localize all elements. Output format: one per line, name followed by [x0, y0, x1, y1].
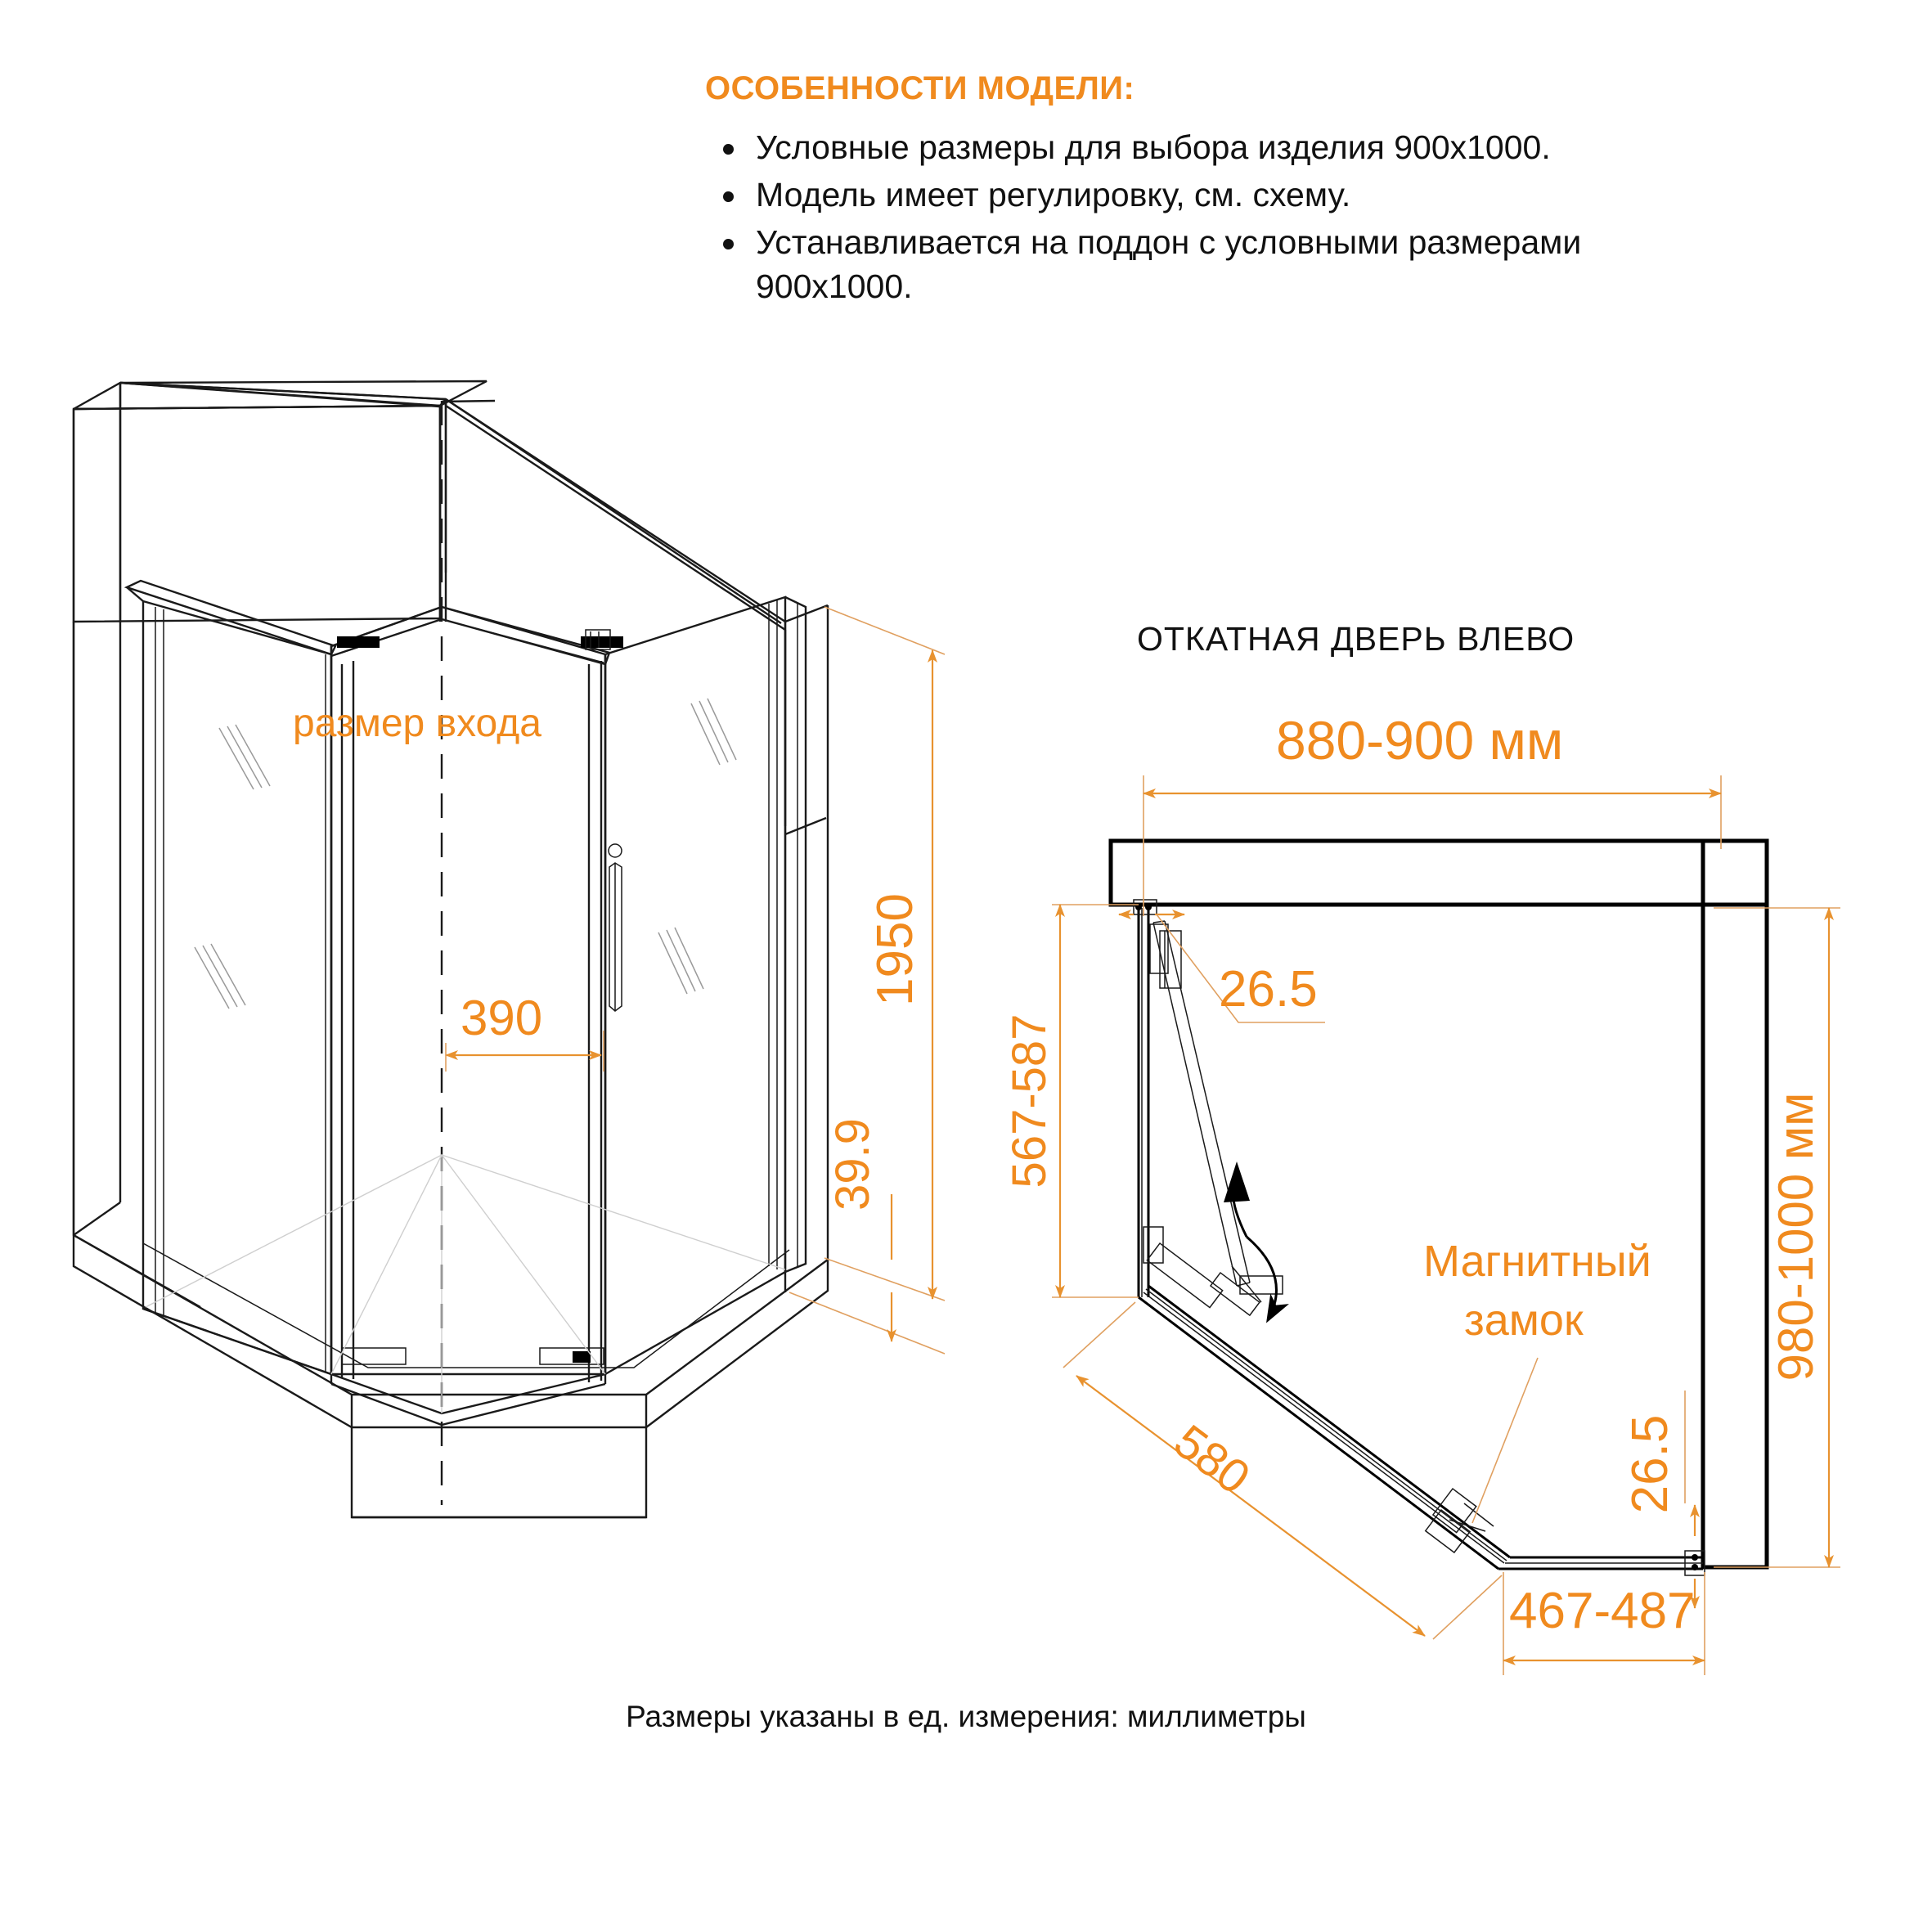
iso-entrance-label: размер входа [293, 702, 541, 745]
plan-view-title: ОТКАТНАЯ ДВЕРЬ ВЛЕВО [1137, 620, 1575, 658]
shower-tray [72, 1233, 829, 1519]
plan-dimension-height: 980-1000 мм [1714, 907, 1840, 1568]
iso-dimension-height: 1950 [824, 606, 946, 1301]
plan-width-label: 880-900 мм [1276, 710, 1563, 771]
list-item: Устанавливается на поддон с условными ра… [705, 220, 1736, 308]
plan-dimension-gap-bottom: 26.5 [1622, 1391, 1700, 1609]
bullet-icon [723, 143, 734, 155]
isometric-shower-enclosure: 390 размер входа 1950 39.9 [72, 380, 946, 1519]
magnet-lock-label-line2: замок [1464, 1296, 1584, 1345]
iso-entrance-caption: размер входа [293, 702, 541, 745]
magnet-lock-label-line1: Магнитный [1423, 1237, 1651, 1286]
plan-dimension-diagonal: 580 [1063, 1301, 1503, 1640]
plan-diagonal-label: 580 [1165, 1414, 1260, 1504]
iso-dimension-tray-height: 39.9 [789, 1118, 946, 1355]
plan-open-door-leaf [1152, 920, 1251, 1287]
feature-text: Модель имеет регулировку, см. схему. [756, 176, 1351, 214]
plan-left-depth-label: 567-587 [1003, 1014, 1056, 1188]
plan-swing-arrow [1224, 1161, 1289, 1323]
list-item: Модель имеет регулировку, см. схему. [705, 173, 1736, 217]
tray-floor-lines [145, 1153, 786, 1413]
plan-dimension-width: 880-900 мм [1143, 710, 1722, 916]
plan-gap-top-label: 26.5 [1219, 961, 1318, 1018]
bullet-icon [723, 191, 734, 203]
plan-bottom-fixed-panel [1498, 1550, 1705, 1576]
units-caption: Размеры указаны в ед. измерения: миллиме… [626, 1700, 1306, 1733]
feature-text: Условные размеры для выбора изделия 900x… [756, 128, 1551, 166]
plan-gap-bottom-label: 26.5 [1622, 1415, 1678, 1514]
door-handle [608, 843, 622, 1012]
plan-right-wall [1701, 838, 1769, 1570]
plan-top-hinge [1149, 923, 1182, 989]
feature-text: Устанавливается на поддон с условными ра… [756, 223, 1582, 306]
plan-view-pentagon-shower: 880-900 мм 980-1000 мм 567-587 580 [1003, 710, 1840, 1675]
iso-entrance-width-label: 390 [461, 991, 542, 1045]
wall-corner-lines [119, 381, 447, 573]
plan-bottom-width-label: 467-487 [1509, 1583, 1696, 1639]
features-title: ОСОБЕННОСТИ МОДЕЛИ: [705, 70, 1135, 106]
front-door-panel [330, 401, 622, 1505]
plan-top-wall [1108, 838, 1769, 907]
left-glass-panel [124, 579, 337, 1376]
features-list: Условные размеры для выбора изделия 900x… [705, 125, 1736, 308]
right-glass-panel [604, 595, 807, 1377]
plan-dimension-gap-top: 26.5 [1118, 910, 1325, 1023]
iso-height-label: 1950 [867, 893, 923, 1006]
back-walls [72, 380, 829, 1309]
iso-dimension-entrance-width: 390 [445, 991, 604, 1072]
list-item: Условные размеры для выбора изделия 900x… [705, 125, 1736, 169]
plan-dimension-left-depth: 567-587 [1003, 904, 1139, 1298]
plan-left-fixed-panel [1133, 899, 1157, 1297]
features-block: ОСОБЕННОСТИ МОДЕЛИ: Условные размеры для… [705, 70, 1736, 312]
top-hinge-hardware [337, 629, 623, 650]
plan-magnetic-lock-annotation: Магнитный замок [1423, 1237, 1651, 1524]
bullet-icon [723, 239, 734, 250]
plan-dimension-bottom-width: 467-487 [1503, 1572, 1705, 1675]
plan-magnetic-lock-hardware [1424, 1487, 1494, 1554]
plan-mid-hardware [1143, 1226, 1283, 1317]
plan-height-label: 980-1000 мм [1768, 1093, 1823, 1382]
iso-tray-height-label: 39.9 [826, 1118, 879, 1211]
